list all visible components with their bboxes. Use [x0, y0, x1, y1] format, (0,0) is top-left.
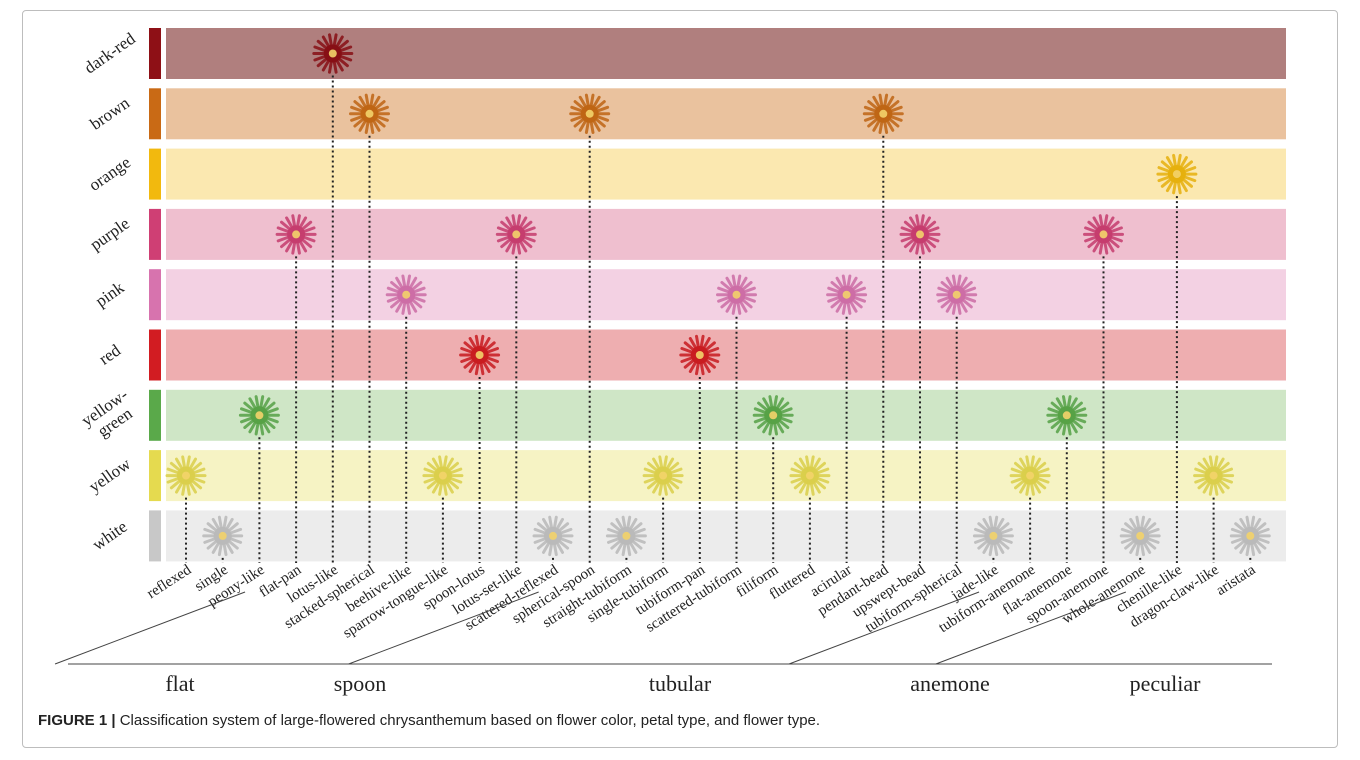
row-label-white: white — [89, 517, 131, 554]
color-row-labels: dark-red brown orange purple pink red yellow-g… — [78, 29, 142, 555]
swatch-white — [149, 510, 161, 561]
figure-caption: FIGURE 1 | Classification system of larg… — [38, 712, 820, 729]
petal-type-labels: reflexedsinglepeony-likeflat-panlotus-li… — [144, 562, 1259, 642]
row-label-yellow-green: yellow-green — [78, 385, 142, 445]
color-swatches — [149, 28, 161, 561]
row-label-line: orange — [85, 153, 134, 195]
row-label-red: red — [95, 340, 124, 368]
swatch-purple — [149, 209, 161, 260]
band-orange — [166, 149, 1286, 200]
swatch-orange — [149, 149, 161, 200]
row-label-yellow: yellow — [85, 454, 134, 497]
row-label-dark-red: dark-red — [81, 29, 139, 78]
swatch-pink — [149, 269, 161, 320]
flower-type-anemone: anemone — [910, 671, 989, 696]
band-white — [166, 510, 1286, 561]
row-label-orange: orange — [85, 153, 134, 195]
row-label-purple: purple — [86, 214, 132, 254]
band-brown — [166, 88, 1286, 139]
row-label-line: yellow — [85, 454, 134, 497]
swatch-red — [149, 330, 161, 381]
row-label-line: red — [95, 340, 124, 368]
flower-type-tubular: tubular — [649, 671, 712, 696]
caption-text: Classification system of large-flowered … — [116, 712, 821, 729]
band-yellow-green — [166, 390, 1286, 441]
swatch-dark-red — [149, 28, 161, 79]
petal-type-aristata: aristata — [1213, 562, 1258, 599]
row-label-line: brown — [86, 93, 133, 134]
row-label-pink: pink — [92, 278, 128, 311]
swatch-yellow — [149, 450, 161, 501]
caption-figure-label: FIGURE 1 | — [38, 712, 116, 729]
band-red — [166, 330, 1286, 381]
flower-type-peculiar: peculiar — [1130, 671, 1202, 696]
flower-type-spoon: spoon — [334, 671, 387, 696]
row-label-brown: brown — [86, 93, 133, 134]
group-separator — [55, 592, 245, 664]
row-label-line: purple — [86, 214, 132, 254]
flower-type-flat: flat — [165, 671, 194, 696]
row-label-line: dark-red — [81, 29, 139, 78]
petal-type-reflexed: reflexed — [144, 562, 194, 602]
row-label-line: white — [89, 517, 131, 554]
row-label-line: pink — [92, 278, 128, 311]
swatch-yellow-green — [149, 390, 161, 441]
band-yellow — [166, 450, 1286, 501]
swatch-brown — [149, 88, 161, 139]
classification-diagram: dark-red brown orange purple pink red yellow-g… — [0, 0, 1360, 700]
